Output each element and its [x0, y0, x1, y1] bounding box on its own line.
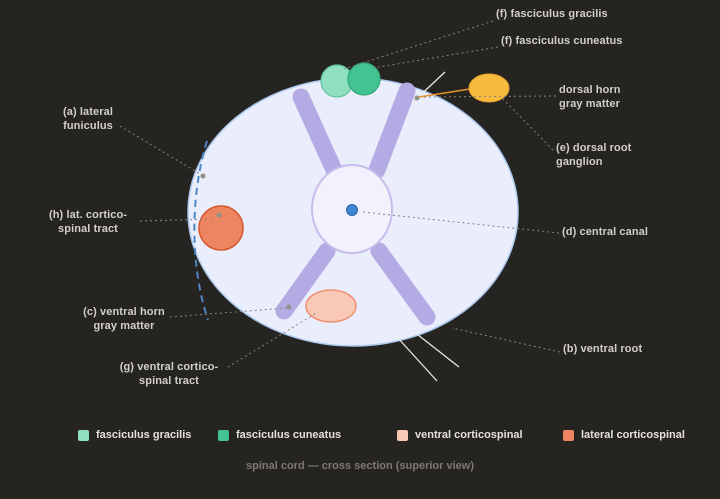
label-lateral-funiculus-line2: funiculus: [63, 119, 113, 132]
label-fasciculus-cuneatus: (f) fasciculus cuneatus: [501, 35, 623, 47]
label-central-canal: (d) central canal: [562, 226, 649, 238]
diagram-caption: spinal cord — cross section (superior vi…: [245, 460, 474, 472]
legend-swatch-lateral-corticospinal: [563, 429, 574, 441]
lateral-corticospinal-region: [198, 205, 244, 251]
legend-label-lateral-corticospinal: lateral corticospinal: [581, 429, 685, 441]
ventral-corticospinal-region: [305, 289, 357, 323]
dorsal-horn-right-shape: [368, 82, 416, 179]
legend-label-fasciculus-gracilis: fasciculus gracilis: [96, 429, 192, 441]
label-lat-corticospinal: (h) lat. cortico- spinal tract: [28, 209, 148, 236]
marker-dot-dorsal-horn: [414, 95, 420, 101]
label-dorsal-root-ganglion-line1: (e) dorsal root: [556, 142, 632, 154]
label-dorsal-root-ganglion-line2: ganglion: [556, 155, 603, 168]
legend-item-lateral-corticospinal: lateral corticospinal: [563, 429, 685, 441]
label-lat-corticospinal-line1: (h) lat. cortico-: [48, 209, 128, 221]
ventral-root-line-2: [412, 330, 460, 368]
central-canal-dot: [346, 204, 358, 216]
legend-item-fasciculus-gracilis: fasciculus gracilis: [78, 429, 191, 441]
legend-swatch-ventral-corticospinal: [397, 429, 408, 441]
label-ventral-root: (b) ventral root: [563, 343, 643, 355]
ventral-root-line-1: [396, 336, 438, 382]
label-ventral-horn: (c) ventral horn gray matter: [64, 306, 184, 333]
label-dorsal-horn: dorsal horn gray matter: [559, 84, 621, 111]
legend-swatch-fasciculus-gracilis: [78, 429, 89, 441]
marker-dot-lat-corticospinal: [216, 212, 222, 218]
legend-swatch-fasciculus-cuneatus: [218, 429, 229, 441]
label-dorsal-root-ganglion: (e) dorsal root ganglion: [556, 142, 631, 169]
marker-dot-ventral-horn: [286, 304, 292, 310]
leader-lat-corticospinal: [139, 218, 215, 222]
dorsal-horn-left-shape: [292, 88, 343, 179]
dorsal-root-ganglion-shape: [468, 73, 510, 103]
legend-item-ventral-corticospinal: ventral corticospinal: [397, 429, 523, 441]
label-dorsal-horn-line2: gray matter: [559, 97, 621, 110]
leader-dorsal-root-ganglion: [502, 98, 554, 151]
label-lat-corticospinal-line2: spinal tract: [58, 222, 118, 235]
leader-ventral-root: [451, 327, 561, 353]
leader-fasciculus-cuneatus: [372, 46, 499, 69]
label-ventral-horn-line1: (c) ventral horn: [83, 306, 165, 318]
label-ventral-corticospinal-line1: (g) ventral cortico-: [119, 361, 219, 373]
label-lateral-funiculus: (a) lateral funiculus: [48, 106, 128, 133]
leader-lateral-funiculus: [119, 125, 201, 175]
label-ventral-horn-line2: gray matter: [93, 319, 155, 332]
legend-label-ventral-corticospinal: ventral corticospinal: [415, 429, 523, 441]
legend-item-fasciculus-cuneatus: fasciculus cuneatus: [218, 429, 341, 441]
dorsal-root-orange-line: [418, 88, 471, 98]
leader-fasciculus-gracilis: [343, 20, 494, 70]
label-dorsal-horn-line1: dorsal horn: [559, 84, 621, 96]
ventral-horn-right-shape: [370, 242, 436, 326]
label-ventral-corticospinal: (g) ventral cortico- spinal tract: [104, 361, 234, 388]
lateral-funiculus-dashline: [193, 140, 209, 321]
fasciculus-cuneatus-region: [347, 62, 381, 96]
legend-label-fasciculus-cuneatus: fasciculus cuneatus: [236, 429, 342, 441]
label-ventral-corticospinal-line2: spinal tract: [139, 374, 199, 387]
label-fasciculus-gracilis: (f) fasciculus gracilis: [496, 8, 608, 20]
ventral-horn-left-shape: [275, 242, 336, 320]
marker-dot-lateral-funiculus: [200, 173, 206, 179]
label-lateral-funiculus-line1: (a) lateral: [62, 106, 113, 118]
